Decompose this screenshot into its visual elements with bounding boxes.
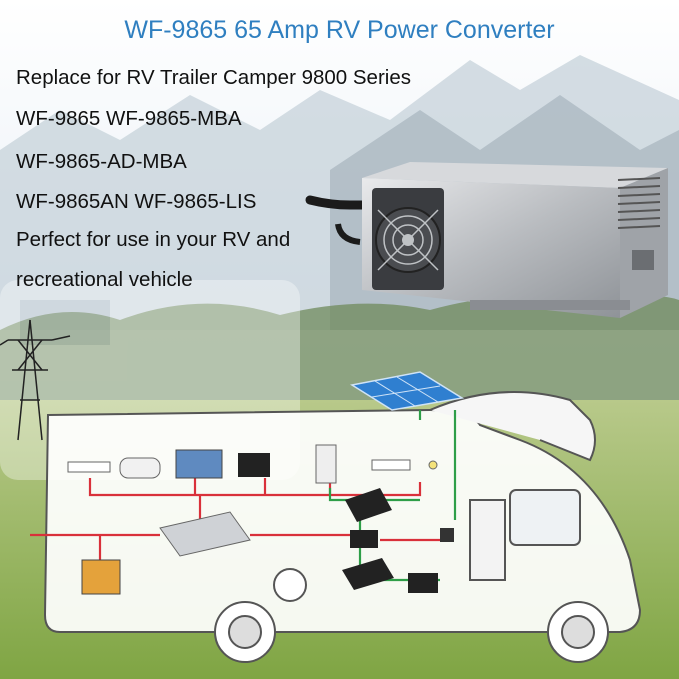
solar-panel-icon (349, 371, 465, 411)
battery-icon (350, 528, 454, 593)
inverter-icon (159, 488, 394, 590)
generator-icon (81, 559, 121, 595)
power-pylon-icon (0, 319, 71, 441)
feature-line-2: WF-9865 WF-9865-MBA (16, 107, 242, 130)
feature-line-5: Perfect for use in your RV and (16, 228, 291, 251)
feature-line-3: WF-9865-AD-MBA (16, 150, 187, 173)
power-converter-image (305, 162, 668, 318)
feature-line-6: recreational vehicle (16, 268, 193, 291)
feature-line-4: WF-9865AN WF-9865-LIS (16, 190, 257, 213)
feature-line-1: Replace for RV Trailer Camper 9800 Serie… (16, 66, 411, 89)
page-title: WF-9865 65 Amp RV Power Converter (124, 16, 555, 44)
rv-diagram (43, 391, 642, 663)
